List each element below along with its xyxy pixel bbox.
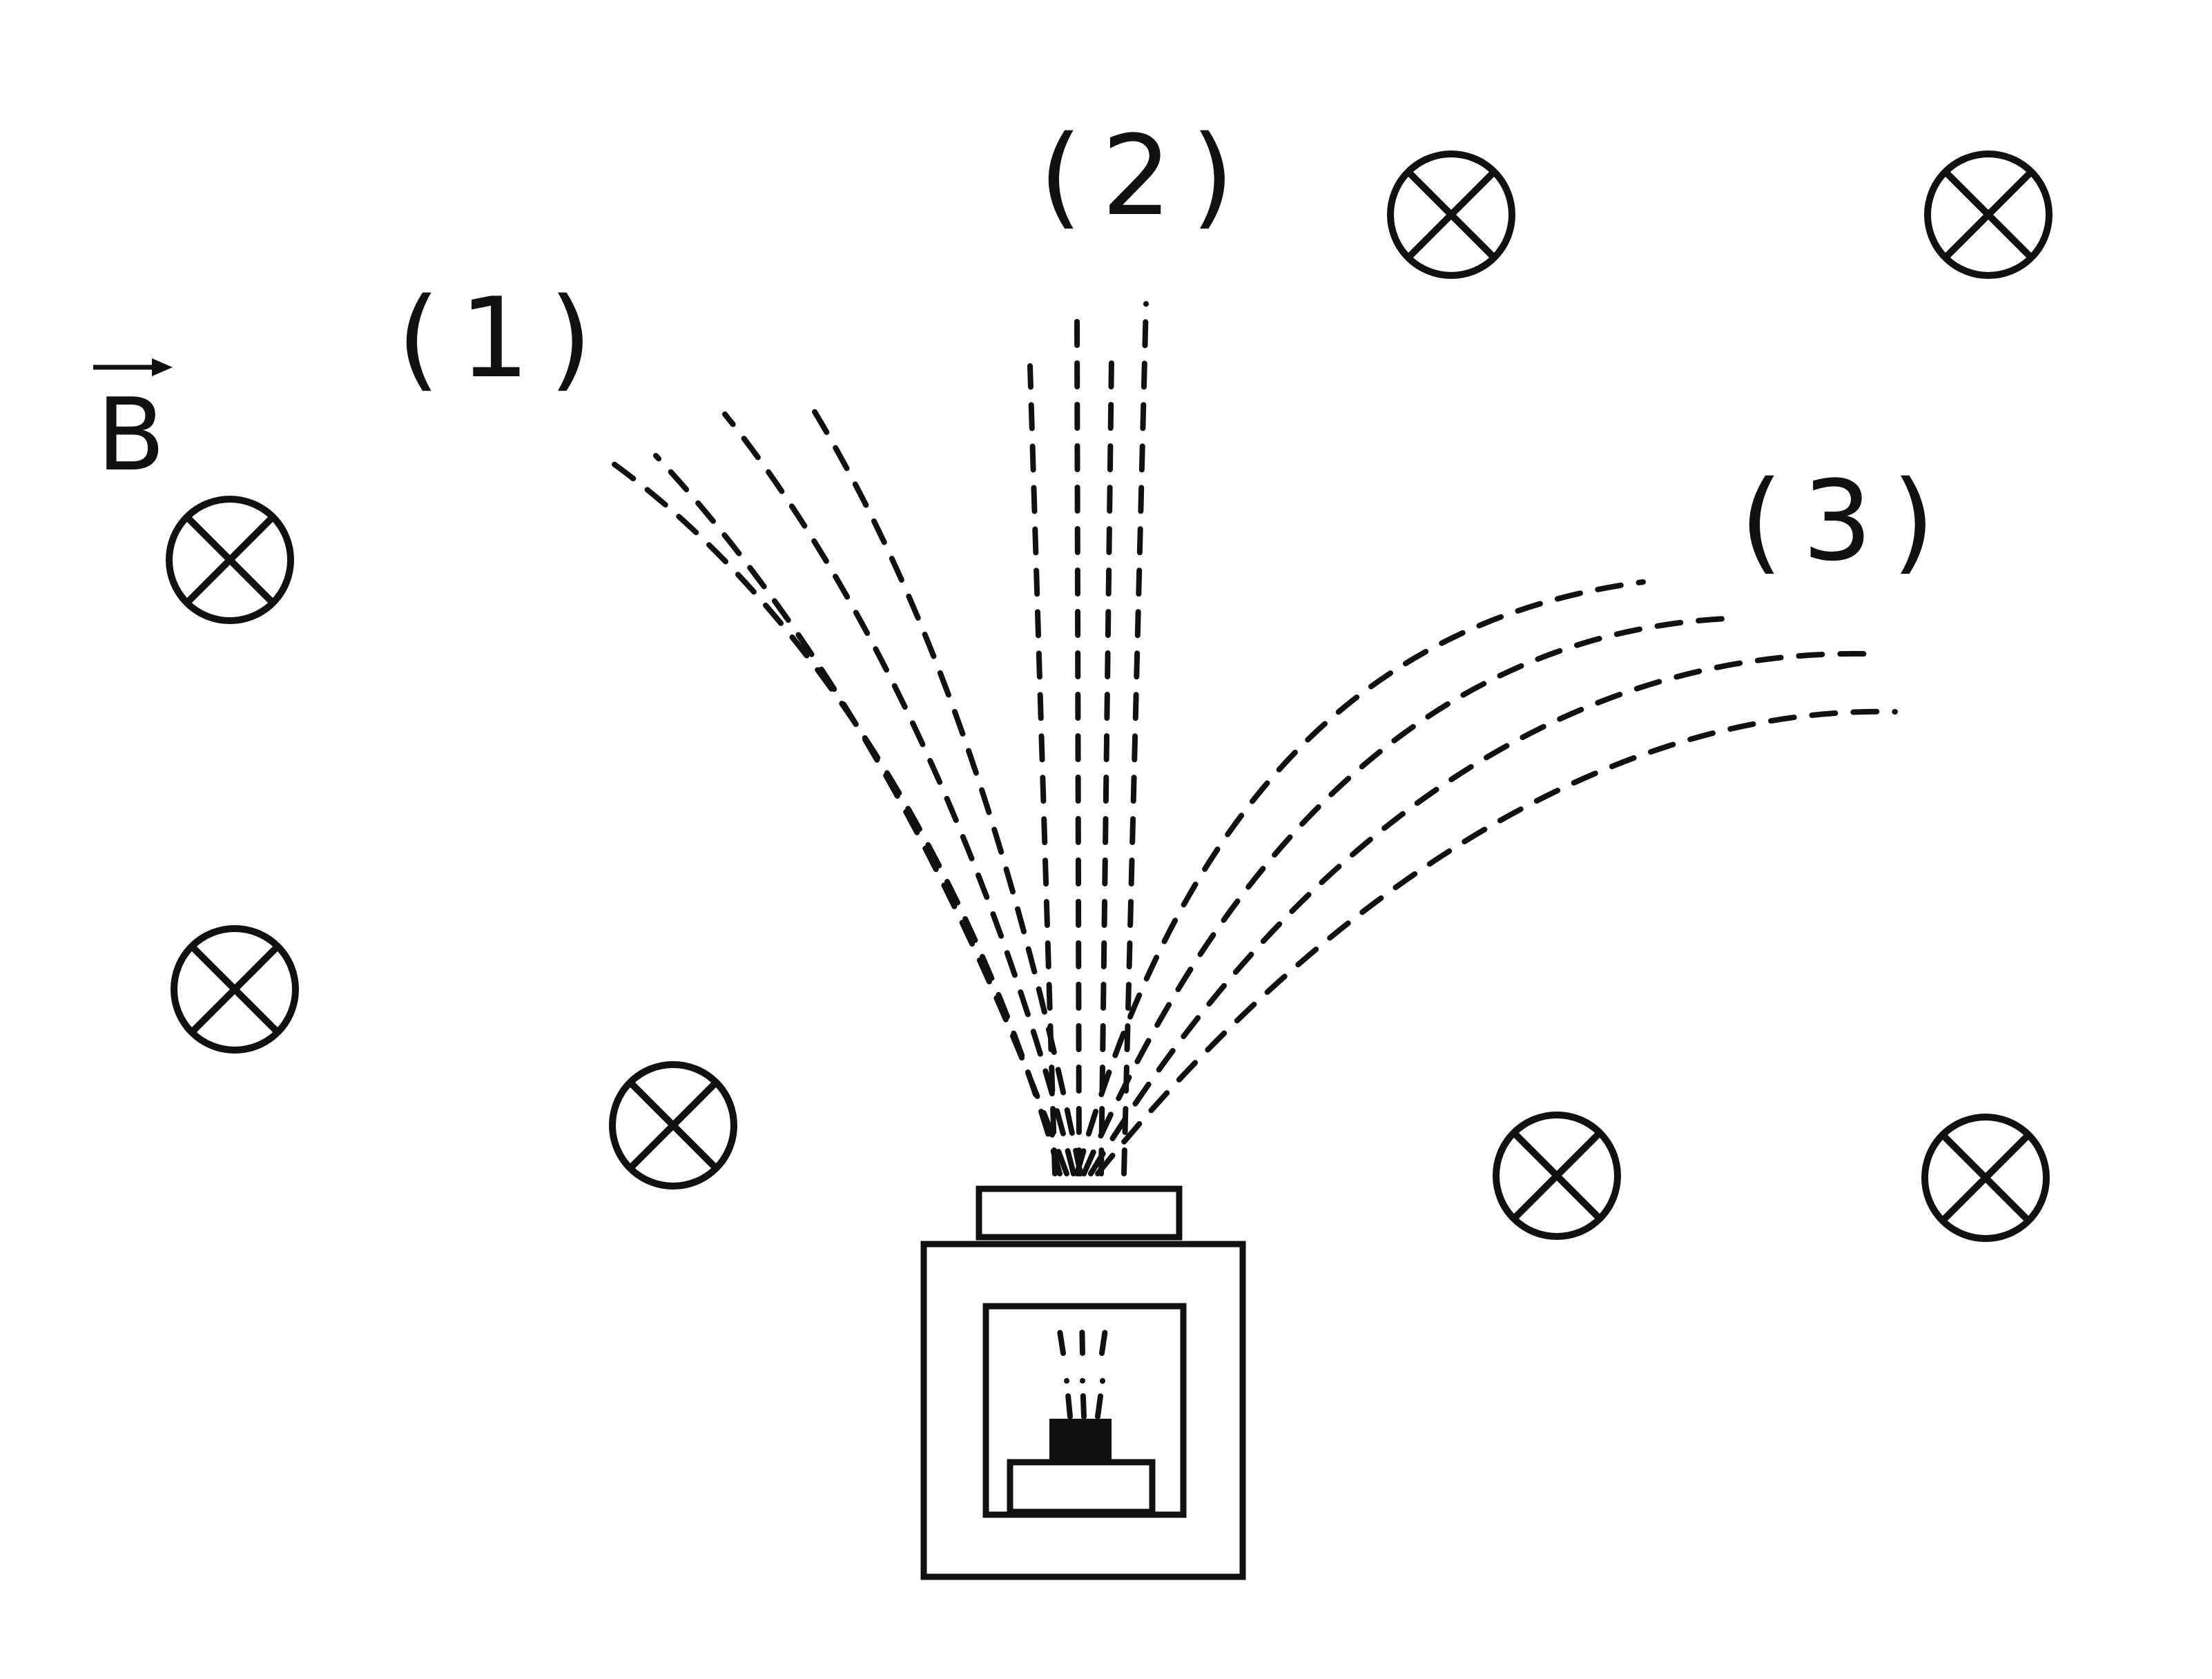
beam-3-track	[1095, 708, 1898, 1176]
beam-1-track	[722, 411, 1076, 1176]
inner-emission-line	[1064, 1378, 1073, 1419]
beam-2-track	[1027, 363, 1058, 1176]
beam-3-track	[1074, 579, 1646, 1176]
beam-1-track	[805, 398, 1083, 1176]
field-into-page-icon	[166, 496, 294, 624]
radiation-source-apparatus	[920, 1185, 1246, 1580]
field-label: B	[97, 377, 165, 494]
inner-emission-line	[1080, 1378, 1087, 1419]
beam-2-label: (2)	[1039, 111, 1254, 240]
inner-emission-line	[1079, 1316, 1085, 1356]
field-vector-label: B	[93, 358, 173, 494]
beam-2-track	[1098, 356, 1114, 1176]
field-into-page-icon	[1921, 1114, 2050, 1242]
inner-emission-line	[1095, 1378, 1105, 1419]
beam-1-label: (1)	[397, 273, 612, 402]
beam-3-label: (3)	[1740, 456, 1954, 585]
inner-emission-line	[1056, 1319, 1066, 1356]
beam-3-track	[1081, 616, 1729, 1176]
field-into-page-icon	[1387, 151, 1515, 279]
beam-1-track	[653, 453, 1069, 1176]
beam-3-track	[1088, 650, 1867, 1176]
vector-arrow-head	[152, 358, 173, 376]
beam-1-tracks	[601, 398, 1083, 1176]
field-into-page-icon	[171, 925, 299, 1054]
beam-2-track	[1074, 315, 1082, 1176]
field-into-page-icon	[1924, 151, 2053, 279]
source-collimator	[976, 1185, 1183, 1241]
inner-emission-line	[1099, 1317, 1109, 1356]
beam-2-track	[1121, 301, 1149, 1176]
field-into-page-icon	[609, 1061, 737, 1190]
beam-2-tracks	[1027, 301, 1149, 1176]
radioactive-sample	[1049, 1419, 1112, 1462]
beam-3-tracks	[1074, 579, 1898, 1176]
source-stand	[1007, 1459, 1156, 1515]
field-into-page-icon	[1493, 1112, 1621, 1240]
